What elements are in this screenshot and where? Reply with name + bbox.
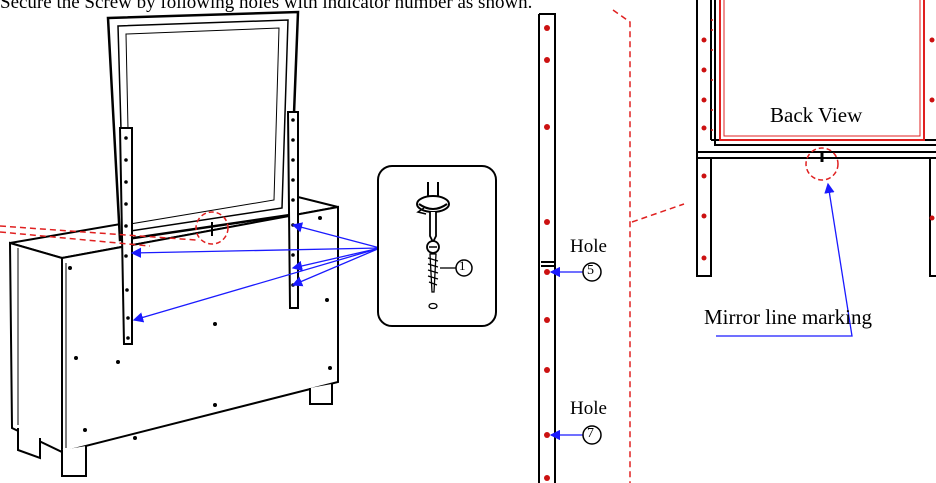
mirror-line-label: Mirror line marking bbox=[704, 305, 872, 329]
detail-bracket bbox=[612, 9, 685, 483]
hole-7-label: Hole bbox=[570, 398, 607, 419]
post-detail bbox=[538, 13, 556, 483]
hole-5-label: Hole bbox=[570, 236, 607, 257]
mirror-glass-outline bbox=[719, 0, 925, 141]
instruction-text: Secure the Screw by following holes with… bbox=[0, 0, 533, 13]
hole-7-number: 7 bbox=[587, 426, 594, 441]
hole-arrows bbox=[549, 266, 584, 441]
mirror-glass-inner bbox=[723, 0, 921, 137]
hole-5-number: 5 bbox=[587, 263, 594, 278]
center-mark-highlight bbox=[195, 211, 229, 245]
left-dashed-leader bbox=[0, 225, 197, 247]
mirror-line-highlight bbox=[805, 147, 839, 181]
hole-5-badge bbox=[582, 262, 602, 282]
dresser-screw-holes bbox=[68, 216, 332, 440]
back-view-holes bbox=[701, 37, 935, 261]
back-view-dotted-edge bbox=[711, 19, 713, 131]
mirror-line-arrow bbox=[716, 182, 853, 337]
screw-location-arrows bbox=[130, 222, 381, 323]
callout-part-number: 1 bbox=[459, 258, 466, 273]
mirror-illustration bbox=[106, 10, 300, 345]
post-detail-holes bbox=[544, 25, 550, 481]
hole-7-badge bbox=[582, 425, 602, 445]
back-view-label: Back View bbox=[770, 103, 863, 127]
screw-callout-box bbox=[377, 165, 497, 327]
back-view-illustration bbox=[696, 0, 936, 277]
